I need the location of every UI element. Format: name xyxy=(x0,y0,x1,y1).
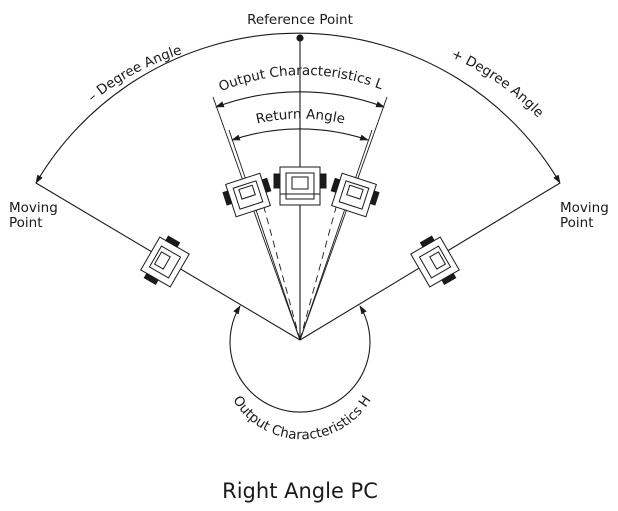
actuator-unit-left-tilted xyxy=(222,172,272,218)
actuator-unit-right-tilted xyxy=(330,172,380,218)
degree-range-arc xyxy=(35,32,561,184)
actuator-unit-left-moving xyxy=(140,235,190,288)
dashed-line-left xyxy=(261,199,301,341)
output-l-arc xyxy=(215,91,385,108)
reference-point-label: Reference Point xyxy=(247,12,353,28)
return-line-right xyxy=(299,129,373,341)
actuator-unit-right-moving xyxy=(410,235,460,288)
output-h-arc xyxy=(229,305,371,413)
moving-point-left-label-line2: Point xyxy=(9,215,43,231)
return-angle-arc xyxy=(231,128,369,141)
dashed-line-right xyxy=(299,199,339,341)
moving-point-right-label-line2: Point xyxy=(560,215,594,231)
output-l-line-right xyxy=(299,96,388,341)
plus-degree-angle-label: + Degree Angle xyxy=(449,46,547,121)
reference-point-dot xyxy=(296,34,304,42)
return-line-left xyxy=(228,129,301,341)
output-characteristics-l-label: Output Characteristics L xyxy=(217,63,386,95)
moving-point-left-label-line1: Moving xyxy=(9,200,58,216)
diagram-caption: Right Angle PC xyxy=(222,479,378,503)
minus-degree-angle-label: – Degree Angle xyxy=(85,42,184,105)
output-characteristics-h-label: Output Characteristics H xyxy=(229,393,374,443)
actuator-unit-center xyxy=(273,166,327,206)
moving-point-right-label-line1: Moving xyxy=(560,200,609,216)
output-l-line-left xyxy=(212,96,301,341)
return-angle-label: Return Angle xyxy=(255,107,347,128)
